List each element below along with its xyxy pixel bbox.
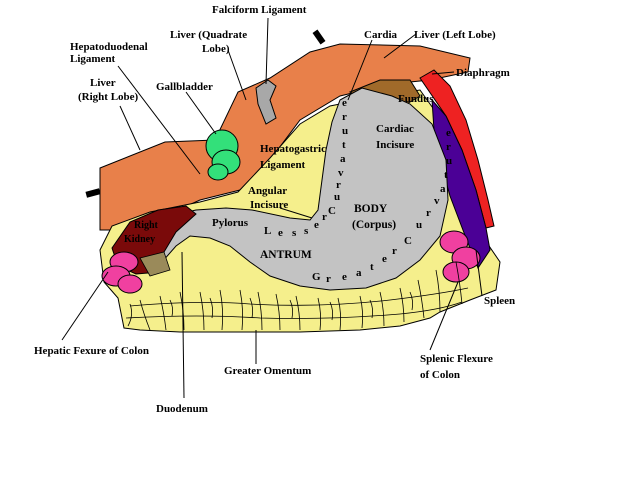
lesser-curv-letter: r [336,179,341,191]
label-liver-right-2: (Right Lobe) [78,91,139,103]
greater-word-letter: G [312,271,321,283]
label-fundus: Fundus [398,93,434,105]
label-pylorus: Pylorus [212,217,249,229]
omentum-lobule-line [159,295,167,331]
omentum-lobule-line [317,297,322,331]
omentum-lobule-row [125,301,463,319]
lesser-curv-letter: e [342,97,347,109]
label-falciform-ligament: Falciform Ligament [212,4,307,16]
lesser-word-letter: s [292,227,297,239]
lesser-curv-letter: C [328,205,336,217]
omentum-lobule-line [369,299,374,319]
omentum-lobule-line [409,291,414,311]
lesser-word-letter: s [304,225,309,237]
label-splenic-flexure-2: of Colon [420,369,460,381]
label-spleen: Spleen [484,295,515,307]
greater-word-letter: r [392,245,397,257]
omentum-lobule-line [169,299,174,317]
greater-curv-letter: C [404,235,412,247]
label-hepatogastric-1: Hepatogastric [260,143,326,155]
greater-curv-letter: e [446,127,451,139]
label-hepatic-flexure: Hepatic Fexure of Colon [34,345,149,357]
lesser-word-letter: r [322,211,327,223]
omentum-lobule-line [249,297,254,319]
omentum-lobule-line [329,301,334,321]
omentum-lobule-line [399,287,405,323]
greater-curv-letter: r [426,207,431,219]
splenic-flexure-shape [439,230,481,283]
gallbladder-shape [205,129,241,181]
greater-curv-letter: t [444,169,448,181]
omentum-lobule-line [139,299,151,331]
greater-curvature-vertical: e r u t a v r u C [404,127,452,247]
leader-lines [61,17,483,399]
lesser-word: L e s s e r [264,211,327,239]
omentum-lobule-line [257,291,263,331]
label-hepatogastric-2: Ligament [260,159,306,171]
greater-word-letter: t [370,261,374,273]
label-cardiac-incisure-1: Cardiac [376,123,414,135]
lesser-word-letter: e [278,227,283,239]
label-duodenum: Duodenum [156,403,208,415]
lesser-curv-letter: v [338,167,344,179]
lesser-curv-letter: u [334,191,340,203]
lesser-curv-letter: a [340,153,346,165]
greater-word-letter: r [326,273,331,285]
label-greater-omentum: Greater Omentum [224,365,311,377]
lesser-curv-letter: r [342,111,347,123]
liver-clip-top [312,29,326,45]
omentum-lobule-line [199,291,205,331]
omentum-lobule-line [417,279,425,319]
label-right-kidney-2: Kidney [124,234,155,245]
label-cardia: Cardia [364,29,398,41]
omentum-lobule-line [359,295,364,329]
greater-curv-letter: r [446,141,451,153]
greater-word: G r e a t e r [312,245,397,285]
label-splenic-flexure-1: Splenic Flexure [420,353,493,365]
stomach-shape [149,87,449,291]
greater-curv-letter: v [434,195,440,207]
omentum-lobule-line [275,293,281,331]
lesser-curv-letter: t [342,139,346,151]
falciform-ligament-shape [255,79,277,125]
hepatic-flexure-shape [101,251,143,294]
greater-curv-letter: u [446,155,452,167]
label-angular-incisure-1: Angular [248,185,287,197]
omentum-lobule-row [129,287,469,307]
label-angular-incisure-2: Incisure [250,199,288,211]
lesser-curvature-vertical: e r u t a v r u C [328,97,348,217]
omentum-lobule-line [295,295,301,331]
greater-curv-letter: a [440,183,446,195]
omentum-lobule-line [239,289,244,331]
lesser-word-letter: L [264,225,271,237]
label-gallbladder: Gallbladder [156,81,213,93]
liver-clip-left [85,188,101,198]
greater-word-letter: a [356,267,362,279]
omentum-lobule-line [289,299,294,319]
greater-curv-letter: u [416,219,422,231]
label-antrum: ANTRUM [260,249,312,261]
label-body-corpus: (Corpus) [352,219,396,231]
omentum-lobule-lines [125,261,469,331]
label-liver-right-1: Liver [90,77,116,89]
kidney-fat-patch [139,251,171,277]
label-diaphragm: Diaphragm [456,67,510,79]
label-right-kidney-1: Right [134,220,159,231]
omentum-lobule-line [379,291,385,327]
label-body: BODY [354,203,388,215]
greater-word-letter: e [342,271,347,283]
label-liver-quadrate-2: Lobe) [202,43,230,55]
greater-word-letter: e [382,253,387,265]
label-hepatoduodenal-1: Hepatoduodenal [70,41,148,53]
lesser-word-letter: e [314,219,319,231]
label-cardiac-incisure-2: Incisure [376,139,414,151]
omentum-lobule-line [455,261,463,305]
omentum-lobule-line [337,297,342,331]
lesser-curv-letter: u [342,125,348,137]
label-liver-left-lobe: Liver (Left Lobe) [414,29,496,41]
omentum-lobule-line [219,289,224,331]
label-liver-quadrate-1: Liver (Quadrate [170,29,247,41]
label-hepatoduodenal-2: Ligament [70,53,116,65]
